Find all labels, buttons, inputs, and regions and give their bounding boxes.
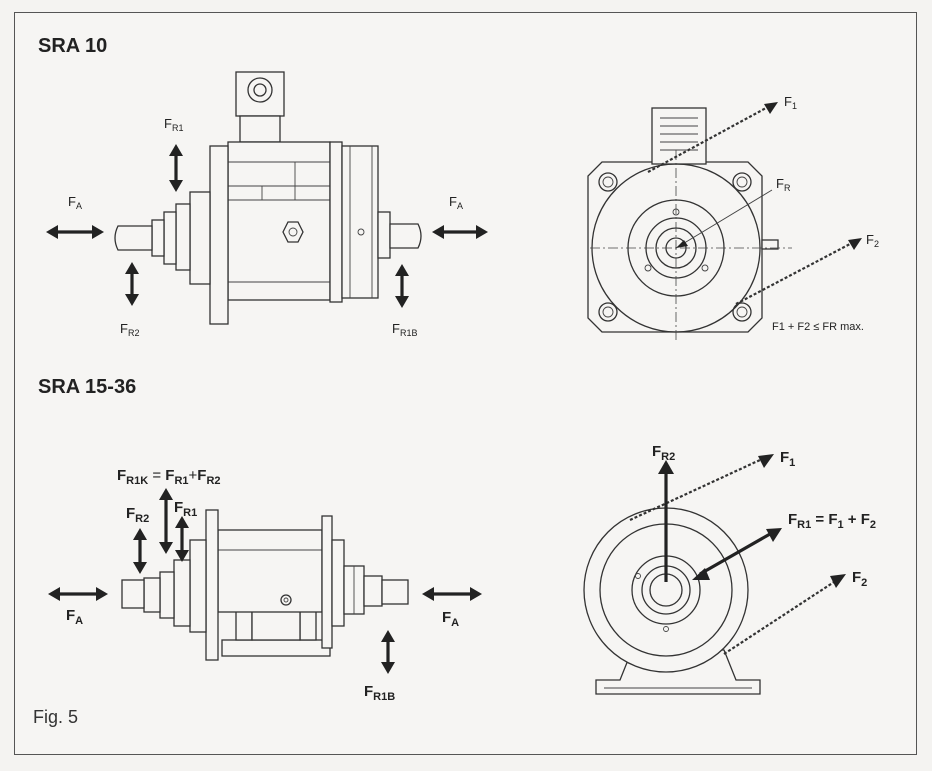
label-sra10-f1: F1 <box>784 94 797 111</box>
section-title-sra10: SRA 10 <box>38 35 108 57</box>
sra10-right-shaft <box>389 223 422 249</box>
label-sra15-fa-right: FA <box>442 609 459 629</box>
sra15-radial-force-fr1k-arrow <box>159 488 173 554</box>
label-sra15-f1: F1 <box>780 449 795 469</box>
section-title-sra15-36: SRA 15-36 <box>38 376 137 398</box>
sra10-belt-f2 <box>735 243 851 305</box>
sra10-radial-force-fr1b-arrow <box>395 264 409 308</box>
label-sra15-fr2-side: FR2 <box>126 505 149 525</box>
label-sra10-fa-right: FA <box>449 194 463 211</box>
label-sra10-fr2: FR2 <box>120 321 139 338</box>
sra10-front-flange <box>587 161 763 333</box>
label-sra15-fr2-front: FR2 <box>652 443 675 463</box>
figure-label: Fig. 5 <box>33 707 79 727</box>
label-sra10-f2: F2 <box>866 232 879 249</box>
sra15-belt-f1 <box>629 459 761 521</box>
sra15-front-fr2-arrow <box>658 460 674 582</box>
label-sra10-fa-left: FA <box>68 194 82 211</box>
sra10-radial-formula: F1 + F2 ≤ FR max. <box>772 321 864 333</box>
sra15-axial-force-left-arrow <box>48 587 108 601</box>
label-sra15-fr1b: FR1B <box>364 683 395 703</box>
label-sra15-fr1-equation: FR1 = F1 + F2 <box>788 511 876 531</box>
sra15-radial-force-fr2-arrow <box>133 528 147 574</box>
sra15-right-shaft <box>381 579 409 605</box>
sra15-front-fr1-arrow <box>692 528 782 580</box>
sra15-radial-force-fr1b-arrow <box>381 630 395 674</box>
label-sra10-fr1b: FR1B <box>392 321 417 338</box>
label-sra10-fr1: FR1 <box>164 116 183 133</box>
label-sra15-f2: F2 <box>852 569 867 589</box>
sra10-side-view <box>114 71 422 325</box>
sra15-flange <box>205 509 219 661</box>
figure-frame: SRA 10 SRA 15-36 Fig. 5 <box>14 12 917 755</box>
label-sra15-fr1-side: FR1 <box>174 499 197 519</box>
sra15-housing <box>217 529 323 613</box>
sra10-housing <box>227 141 331 301</box>
sra15-belt-f2 <box>723 581 835 655</box>
label-sra15-fa-left: FA <box>66 607 83 627</box>
sra15-left-shaft <box>121 579 145 609</box>
label-sra10-fr: FR <box>776 176 791 193</box>
sra10-radial-force-fr1-arrow <box>169 144 183 192</box>
label-sra15-fr1k-equation: FR1K = FR1+FR2 <box>117 467 221 487</box>
sra15-side-view <box>121 509 409 661</box>
sra15-base <box>221 639 331 657</box>
sra10-front-view <box>587 102 862 340</box>
sra10-radial-force-fr2-arrow <box>125 262 139 306</box>
sra10-brake <box>341 145 379 299</box>
sra10-axial-force-right-arrow <box>432 225 488 239</box>
sra15-front-view <box>583 454 846 695</box>
sra10-axial-force-left-arrow <box>46 225 104 239</box>
sra15-axial-force-right-arrow <box>422 587 482 601</box>
sra10-belt-f1 <box>647 107 767 173</box>
sra10-left-shaft <box>114 225 153 251</box>
sra15-radial-force-fr1-arrow <box>175 516 189 562</box>
sra10-flange <box>209 145 229 325</box>
